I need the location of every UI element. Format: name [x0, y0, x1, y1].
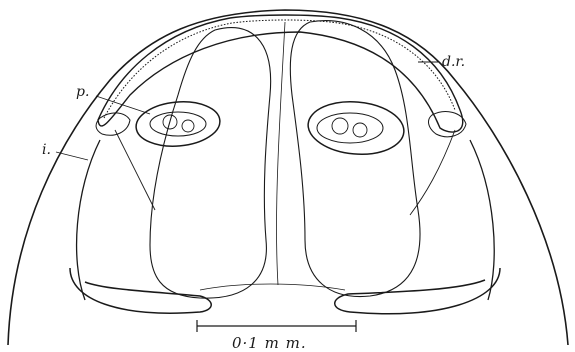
- left-inner-arm: [77, 140, 100, 300]
- right-pigment-ring: [306, 98, 406, 158]
- label-dr: d.r.: [442, 54, 465, 70]
- label-i-leader: [56, 152, 88, 160]
- left-pigment-ring: [134, 98, 222, 149]
- left-pigment-inner: [150, 112, 206, 136]
- label-p-leader: [96, 96, 150, 114]
- median-line: [277, 22, 286, 285]
- right-lobe: [290, 21, 420, 297]
- right-lower-appendage: [335, 268, 500, 314]
- left-lower-appendage: [70, 268, 211, 313]
- scale-bar-label: 0·1 m m.: [232, 334, 307, 352]
- label-i: i.: [42, 142, 51, 158]
- label-p: p.: [76, 84, 89, 100]
- right-inner-arm: [470, 140, 494, 300]
- right-pigment-spot-2: [353, 123, 367, 137]
- right-pigment-spot: [332, 118, 348, 134]
- right-pigment-inner: [317, 113, 383, 143]
- scale-bar: [197, 320, 356, 332]
- left-lobe: [150, 28, 271, 299]
- left-pigment-spot-2: [182, 120, 194, 132]
